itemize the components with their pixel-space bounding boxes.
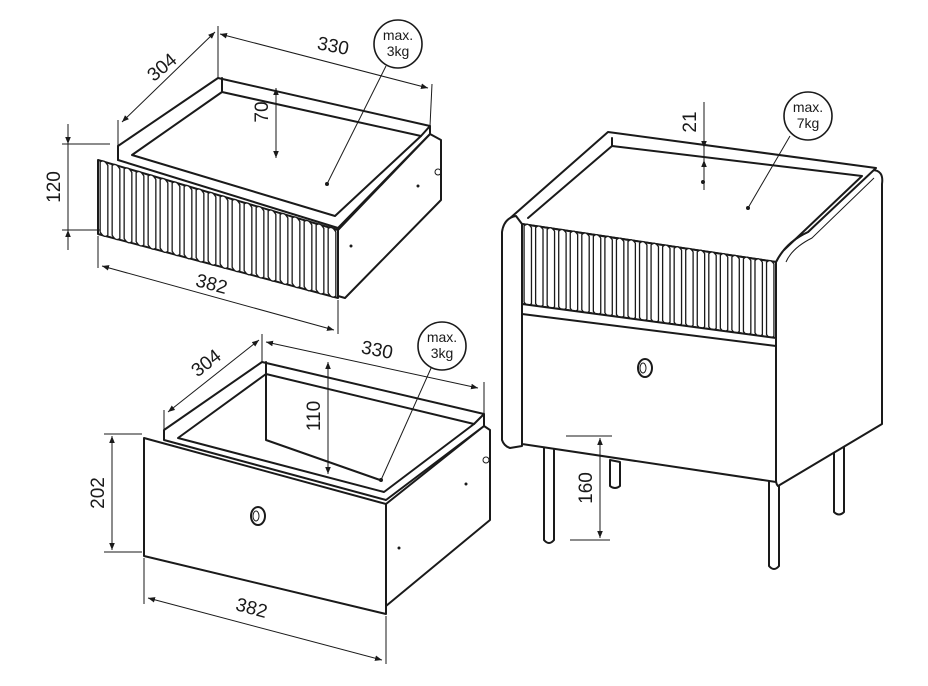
rib [279,212,289,285]
rib [604,235,613,317]
nightstand-drawer-front [521,303,777,483]
load-badge-top: max. 3kg [326,19,423,185]
load-badge-line1: max. [793,99,823,115]
dimension-top-recess: 21 [680,102,707,190]
rib [207,191,217,266]
rib [592,234,602,316]
rib [303,219,313,292]
dimension-inner-height-bottom: 110 [304,362,331,474]
dimension-front-height-bottom: 202 [88,433,142,553]
rib [581,232,590,314]
rib [111,163,121,241]
rib [615,237,625,319]
front-ribs [99,160,337,298]
dimension-label: 160 [576,472,597,504]
rib [135,170,145,247]
load-badge-line2: 3kg [431,345,454,361]
rib [696,249,706,330]
rib [719,253,729,333]
drawer-front-panel [143,437,387,615]
nightstand [501,131,884,570]
rib [255,205,265,279]
load-badge-bottom: max. 3kg [380,321,467,481]
dimension-label: 382 [193,270,229,298]
rib [523,223,533,306]
drawer-plain-deep [143,361,491,615]
rib [147,174,157,250]
rib [638,240,648,322]
dimension-label: 202 [88,477,109,509]
rib [99,160,109,237]
dimension-label: 21 [680,111,701,132]
dimension-leg-height: 160 [566,435,612,541]
dimension-inner-height-top: 70 [252,88,279,158]
dimension-label: 70 [252,101,273,122]
rib [661,244,671,325]
rib [315,223,325,295]
rib [195,188,205,263]
nightstand-left-frame [501,215,523,449]
rib [627,239,637,320]
load-badge-line1: max. [427,329,457,345]
rib [267,209,277,282]
rib [183,184,193,260]
dimension-label: 330 [315,33,350,60]
load-badge-line1: max. [383,27,413,43]
nightstand-legs [543,439,845,570]
rib [159,177,169,253]
drawer-runner-hole [434,168,442,176]
rib [742,256,752,336]
rib [291,216,301,289]
dimension-front-height-top: 120 [44,124,110,250]
rib [534,225,544,308]
rib [243,202,253,276]
rib [569,230,579,313]
dimension-label: 110 [304,401,325,431]
rib [685,247,694,328]
rib [558,228,567,311]
load-badge-nightstand: max. 7kg [747,91,833,209]
dimension-label: 304 [188,345,226,381]
dimension-width-top: 330 [219,33,433,127]
rib [754,258,764,337]
dimension-label: 382 [233,594,269,622]
load-badge-line2: 7kg [797,115,820,131]
rib [731,254,740,334]
dimension-label: 330 [359,337,394,364]
rib [171,181,181,257]
rib [231,198,241,273]
rib [123,167,133,244]
rib [327,226,337,298]
drawer-runner-hole [482,456,490,464]
rib [673,246,683,327]
load-badge-line2: 3kg [387,43,410,59]
dimension-label: 304 [144,49,182,86]
rib [708,251,717,331]
rib [765,259,775,339]
rib [650,242,660,323]
rib [219,195,229,269]
rib [546,227,556,310]
dimension-label: 120 [44,171,65,203]
